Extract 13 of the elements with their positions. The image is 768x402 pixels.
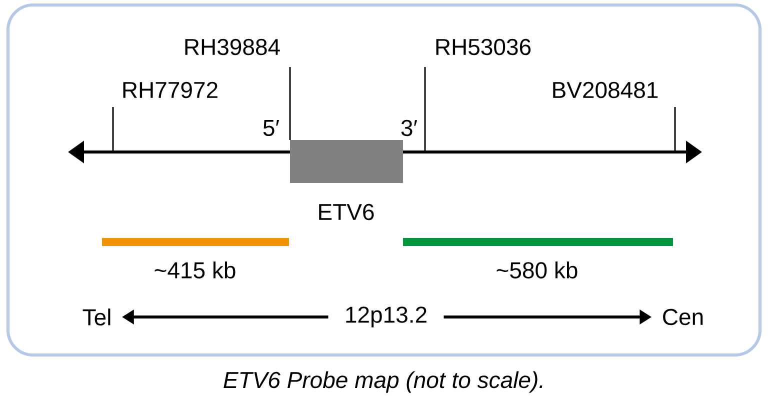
prime-label: 5′ — [263, 120, 280, 136]
marker-label: RH77972 — [123, 82, 218, 98]
probe-size-label: ~415 kb — [154, 262, 236, 278]
prime-label: 3′ — [401, 120, 418, 136]
marker-label: RH53036 — [436, 38, 531, 56]
caption: ETV6 Probe map (not to scale). — [224, 371, 542, 393]
region-label: 12p13.2 — [346, 306, 426, 328]
marker-label: RH39884 — [185, 38, 280, 56]
marker-label: BV208481 — [553, 82, 658, 98]
gene-label: ETV6 — [319, 204, 374, 220]
region-label: Cen — [663, 308, 703, 326]
region-label: Tel — [82, 308, 110, 326]
probe-size-label: ~580 kb — [496, 262, 578, 278]
